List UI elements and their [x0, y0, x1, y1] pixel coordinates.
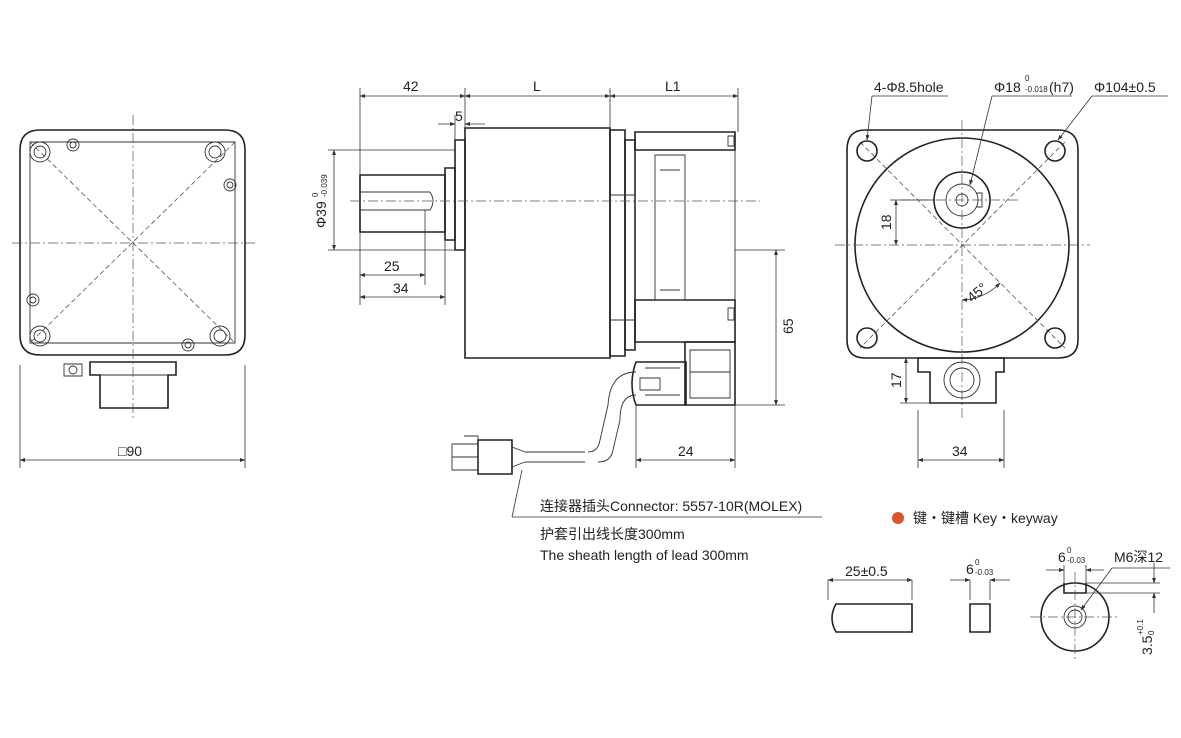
dim-L: L: [533, 78, 541, 94]
front-mounting-holes: [26, 138, 237, 352]
rear-view: 18 45° 17 34: [835, 95, 1168, 468]
front-connector-housing: [63, 361, 177, 409]
dim-5: 5: [455, 108, 463, 124]
key-length: 25±0.5: [845, 563, 888, 579]
rear-body-outline: [846, 129, 1079, 359]
connector-label: 连接器插头Connector: 5557-10R(MOLEX): [540, 498, 802, 514]
svg-text:3.5: 3.5: [1139, 635, 1155, 655]
svg-text:0: 0: [1147, 630, 1156, 635]
shaft: [359, 174, 446, 233]
rear-dim-17: 17: [888, 372, 904, 388]
svg-text:0: 0: [1067, 546, 1072, 555]
dim-24: 24: [678, 443, 694, 459]
key-section: 键・键槽 Key・keyway 25±0.5 6 0 -0.03 6 0: [827, 510, 1170, 662]
svg-text:(h7): (h7): [1049, 79, 1074, 95]
flange-label: Φ104±0.5: [1094, 79, 1156, 95]
rear-connector: [917, 357, 1005, 404]
gearhead: [609, 129, 736, 357]
connector-plug: [451, 435, 526, 475]
svg-text:6: 6: [1058, 549, 1066, 565]
key-end: [969, 603, 991, 633]
key-bullet-icon: [892, 512, 904, 524]
key-side: [831, 603, 913, 633]
svg-text:18: 18: [878, 214, 894, 230]
rear-mounting-holes: [856, 140, 1066, 349]
front-width-dim: □90: [118, 443, 142, 459]
svg-text:+0.1: +0.1: [1136, 619, 1145, 635]
hole-label: 4-Φ8.5hole: [874, 79, 944, 95]
svg-text:45°: 45°: [964, 279, 991, 305]
dim-34: 34: [393, 280, 409, 296]
shaft-label: Φ18 0 -0.018 (h7): [994, 74, 1074, 95]
svg-text:-0.018: -0.018: [1025, 85, 1048, 94]
svg-text:-0.039: -0.039: [320, 174, 329, 197]
side-view: 42 L L1 5 Φ39 0 -0.039 25 34 65: [311, 78, 822, 518]
svg-text:0: 0: [975, 558, 980, 567]
angle-45: 45°: [964, 279, 991, 305]
svg-text:0: 0: [1025, 74, 1030, 83]
sheath-label-cn: 护套引出线长度300mm: [540, 526, 685, 542]
svg-text:6: 6: [966, 561, 974, 577]
sheath-label-en: The sheath length of lead 300mm: [540, 547, 749, 563]
keyway-depth: 3.5 +0.1 0: [1136, 619, 1156, 655]
svg-text:Φ18: Φ18: [994, 79, 1021, 95]
dim-25: 25: [384, 258, 400, 274]
svg-text:65: 65: [780, 318, 796, 334]
rear-dim-18: 18: [878, 214, 894, 230]
dim-phi39: Φ39 0 -0.039: [311, 174, 329, 228]
keyway-width: 6 0 -0.03: [1058, 546, 1086, 565]
svg-text:Φ39: Φ39: [313, 201, 329, 228]
dim-L1: L1: [665, 78, 681, 94]
dim-42: 42: [403, 78, 419, 94]
svg-text:0: 0: [311, 192, 320, 197]
cable-gland: [631, 341, 736, 406]
svg-text:17: 17: [888, 372, 904, 388]
key-title: 键・键槽 Key・keyway: [913, 510, 1058, 526]
motor-body: [464, 127, 611, 359]
svg-text:-0.03: -0.03: [975, 568, 994, 577]
thread-label: M6深12: [1114, 549, 1163, 565]
front-body-outline: [19, 129, 246, 356]
front-view: □90: [12, 115, 255, 468]
dim-65: 65: [780, 318, 796, 334]
rear-dim-34: 34: [952, 443, 968, 459]
svg-text:-0.03: -0.03: [1067, 556, 1086, 565]
key-width: 6 0 -0.03: [966, 558, 994, 577]
